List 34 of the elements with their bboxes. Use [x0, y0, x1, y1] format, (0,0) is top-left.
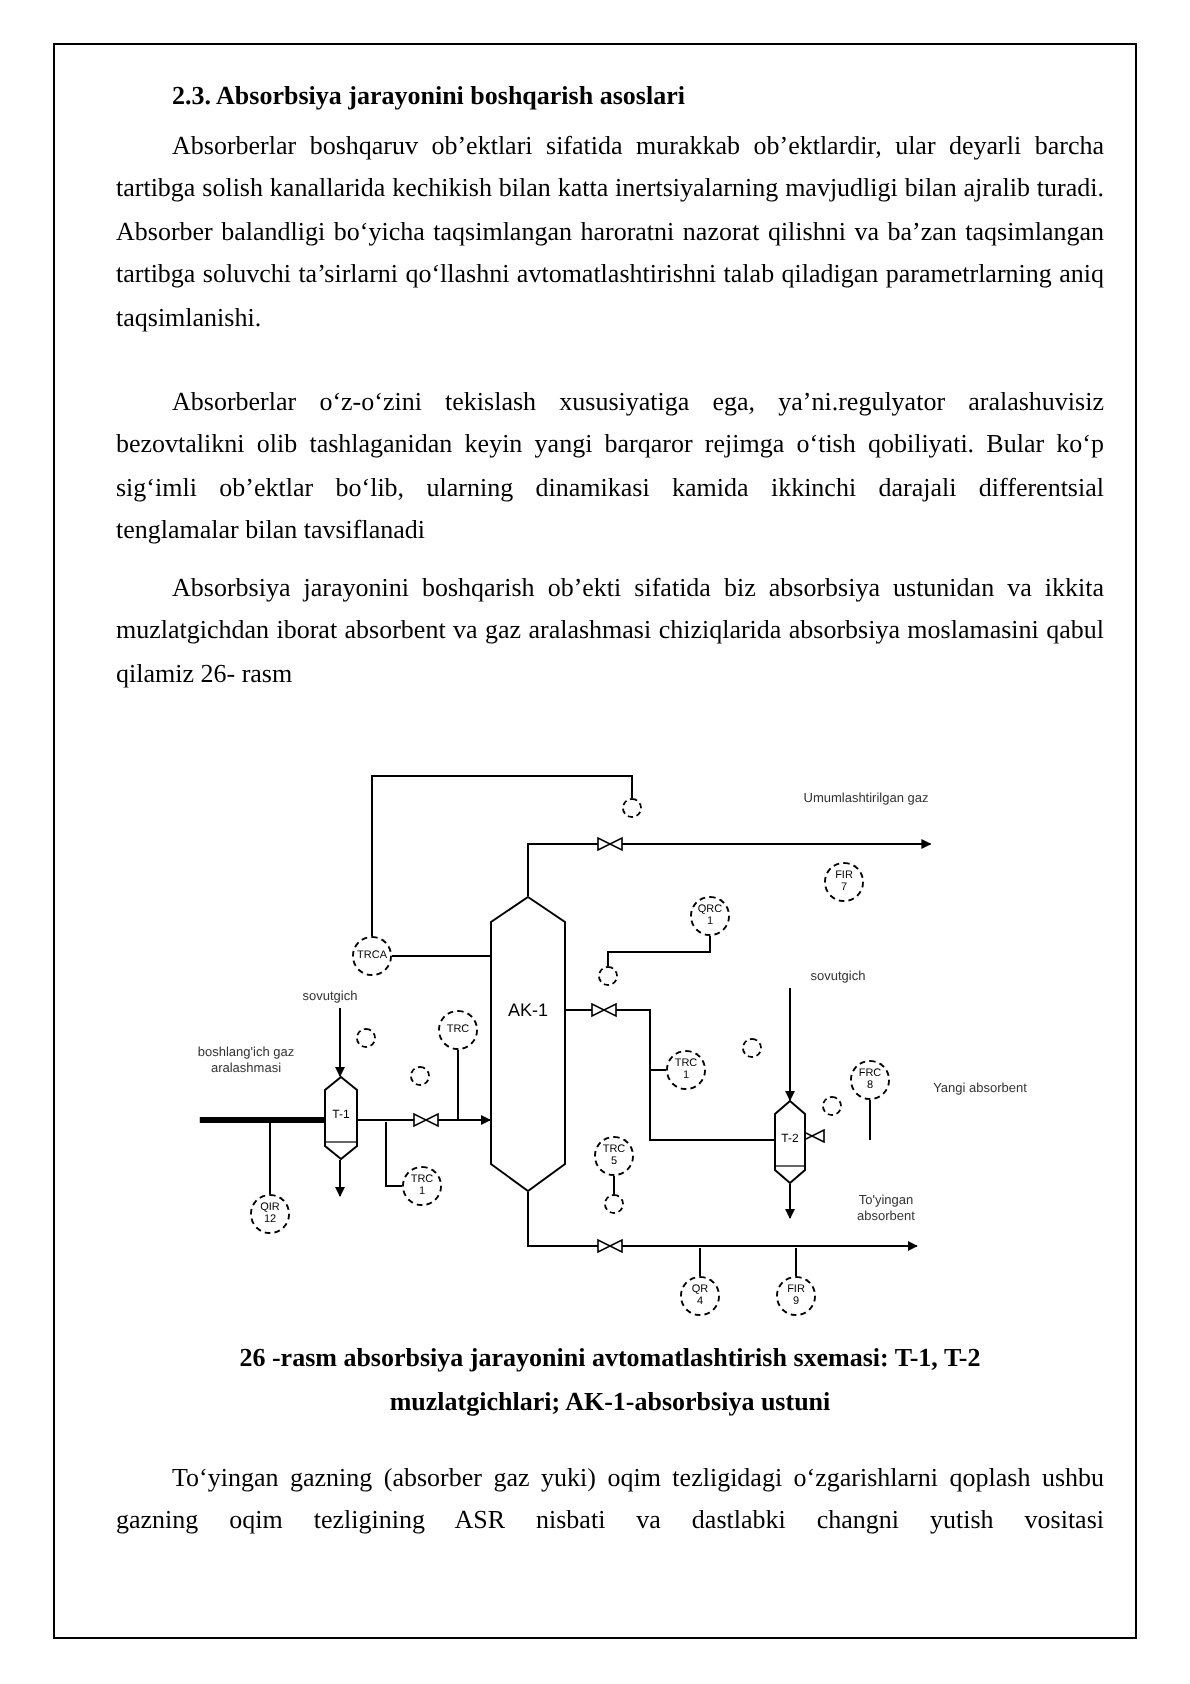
actuator-circle [822, 1096, 842, 1116]
pipe-line [371, 775, 633, 937]
signal-line [869, 1099, 871, 1141]
actuator-circle [356, 1028, 376, 1048]
actuator-circle [622, 798, 642, 818]
pipe-line [565, 1009, 775, 1141]
pipe-line [613, 1175, 615, 1195]
pipe-line [391, 955, 491, 957]
pipe-line [199, 1117, 324, 1123]
pipe-line [785, 987, 795, 1101]
paragraph: Absorberlar o‘z-o‘zini tekislash xususiyatiga ega, ya’ni.regulyator aralashuvisiz bezovtalikni olib tashlaganidan keyin yangi barqaror rejimga o‘tish qobiliyati. Bular ko‘p sig‘imli ob’ektlar bo‘lib, ularning dinamikasi kamida ikkinchi darajali differentsial tenglamalar bilan tavsiflanadi [116, 384, 1104, 549]
signal-line [457, 1049, 459, 1121]
pipe-line [527, 839, 932, 897]
actuator-circle [598, 966, 618, 986]
pipe-line [785, 1183, 795, 1219]
pipe-line [335, 1007, 345, 1077]
figure-caption: 26 -rasm absorbsiya jarayonini avtomatlashtirish sxemasi: T-1, T-2 muzlatgichlari; AK-1-absorbsiya ustuni [237, 1340, 983, 1420]
pipe-line [607, 935, 711, 967]
signal-line [699, 1247, 701, 1277]
actuator-circle [742, 1038, 762, 1058]
pipe-line [357, 1115, 491, 1125]
actuator-circle [410, 1066, 430, 1086]
signal-line [649, 1069, 667, 1071]
pipe-line [527, 1191, 918, 1251]
signal-line [269, 1121, 271, 1195]
section-heading: 2.3. Absorbsiya jarayonini boshqarish asoslari [172, 80, 685, 112]
signal-line [795, 1247, 797, 1277]
paragraph: Absorbsiya jarayonini boshqarish ob’ekti sifatida biz absorbsiya ustunidan va ikkita muzlatgichdan iborat absorbent va gaz aralashmasi chiziqlarida absorbsiya moslamasini qabul qilamiz 26- rasm [116, 570, 1104, 692]
paragraph: To‘yingan gazning (absorber gaz yuki) oqim tezligidagi o‘zgarishlarni qoplash ushbu gazning oqim tezligining ASR nisbati va dastlabki changni yutish vositasi [116, 1460, 1104, 1539]
column-label: AK-1 [505, 1000, 550, 1020]
pipe-line [335, 1159, 345, 1197]
signal-line [385, 1121, 403, 1187]
actuator-circle [604, 1194, 624, 1214]
paragraph: Absorberlar boshqaruv ob’ektlari sifatida murakkab ob’ektlardir, ular deyarli barcha tartibga solish kanallarida kechikish bilan katta inertsiyalarning mavjudligi bilan ajralib turadi. Absorber balandligi bo‘yicha taqsimlangan haroratni nazorat qilishni va ba’zan taqsimlangan tartibga soluvchi ta’sirlarni qo‘llashni avtomatlashtirishni talab qiladigan parametrlarning aniq taqsimlanishi. [116, 128, 1104, 336]
